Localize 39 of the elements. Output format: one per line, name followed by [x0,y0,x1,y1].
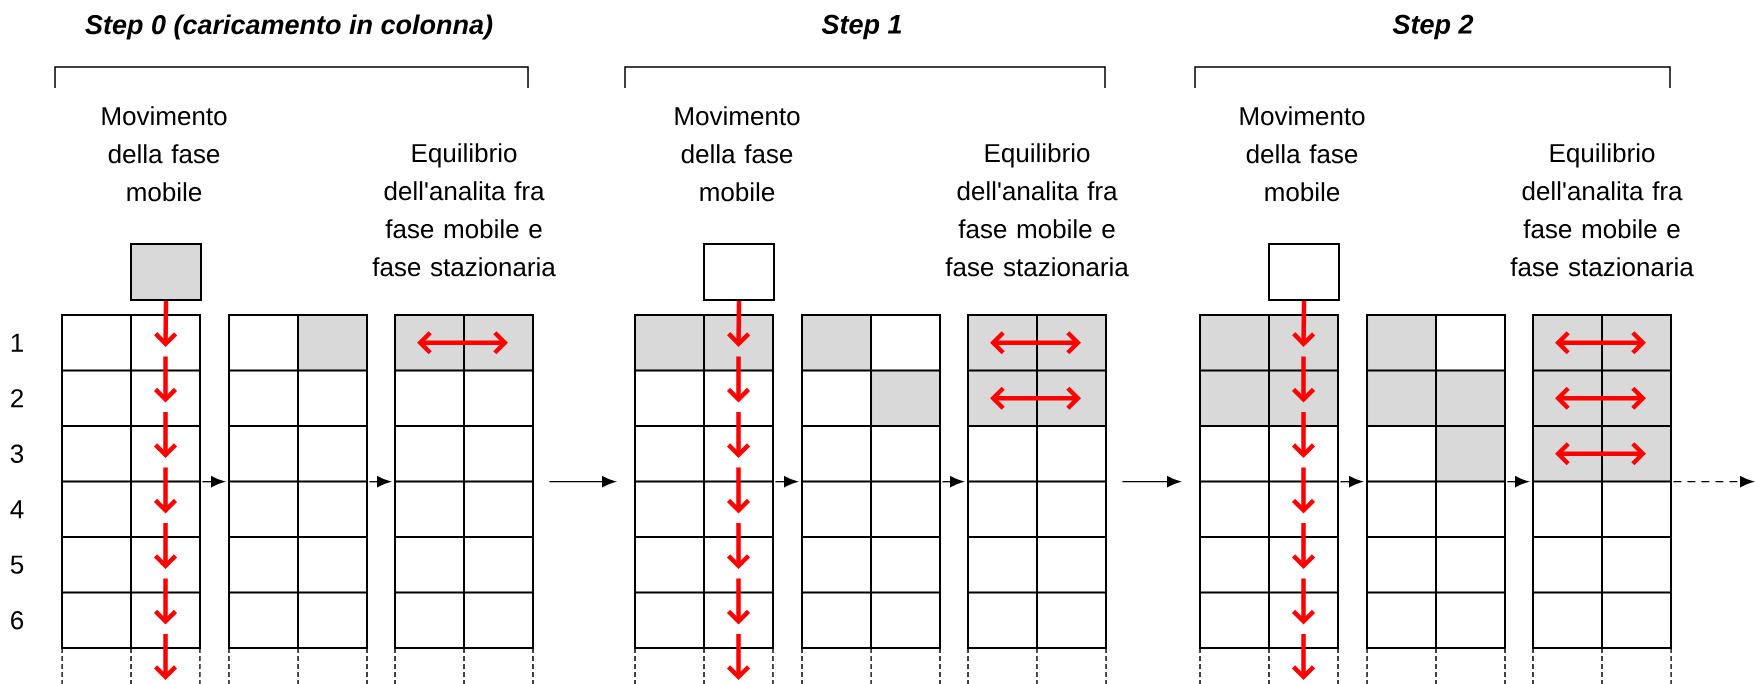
arrow [368,476,391,488]
arrow [1339,476,1363,488]
caption-text: Equilibrio dell'analita fra fase mobile e fase stazionaria [372,143,556,277]
column-grid [394,314,534,684]
row-number: 1 [11,333,23,352]
step-heading: Step 0 (caricamento in colonna) [85,14,493,40]
column-grid [801,314,941,684]
column-grid [967,314,1107,684]
caption-text: Equilibrio dell'analita fra fase mobile e fase stazionaria [1510,143,1694,277]
arrow [548,476,616,488]
arrow [1672,476,1754,488]
caption-text: Movimento della fase mobile [102,106,227,202]
box [703,243,775,301]
caption-text: Movimento della fase mobile [675,106,800,202]
column-grid [1199,314,1339,684]
row-number: 2 [11,389,23,408]
arrow [774,476,798,488]
column-grid [634,314,774,684]
arrow [941,476,964,488]
column-grid [228,314,368,684]
step-heading: Step 2 [1392,14,1474,40]
row-number: 4 [10,500,24,519]
column-grid [61,314,201,684]
caption-text: Movimento della fase mobile [1240,106,1365,202]
flow-arrow [1292,300,1316,347]
arrow [1506,476,1529,488]
column-grid [1366,314,1506,684]
row-number: 6 [11,611,24,630]
box [130,243,202,301]
step-heading: Step 1 [821,14,902,40]
row-number: 5 [10,555,24,574]
caption-text: Equilibrio dell'analita fra fase mobile e fase stazionaria [945,143,1129,277]
row-number: 3 [10,444,24,463]
flow-arrow [154,300,178,347]
arrow [201,476,225,488]
column-grid [1532,314,1672,684]
flow-arrow [727,300,751,347]
box [1268,243,1340,301]
arrow [1121,476,1181,488]
